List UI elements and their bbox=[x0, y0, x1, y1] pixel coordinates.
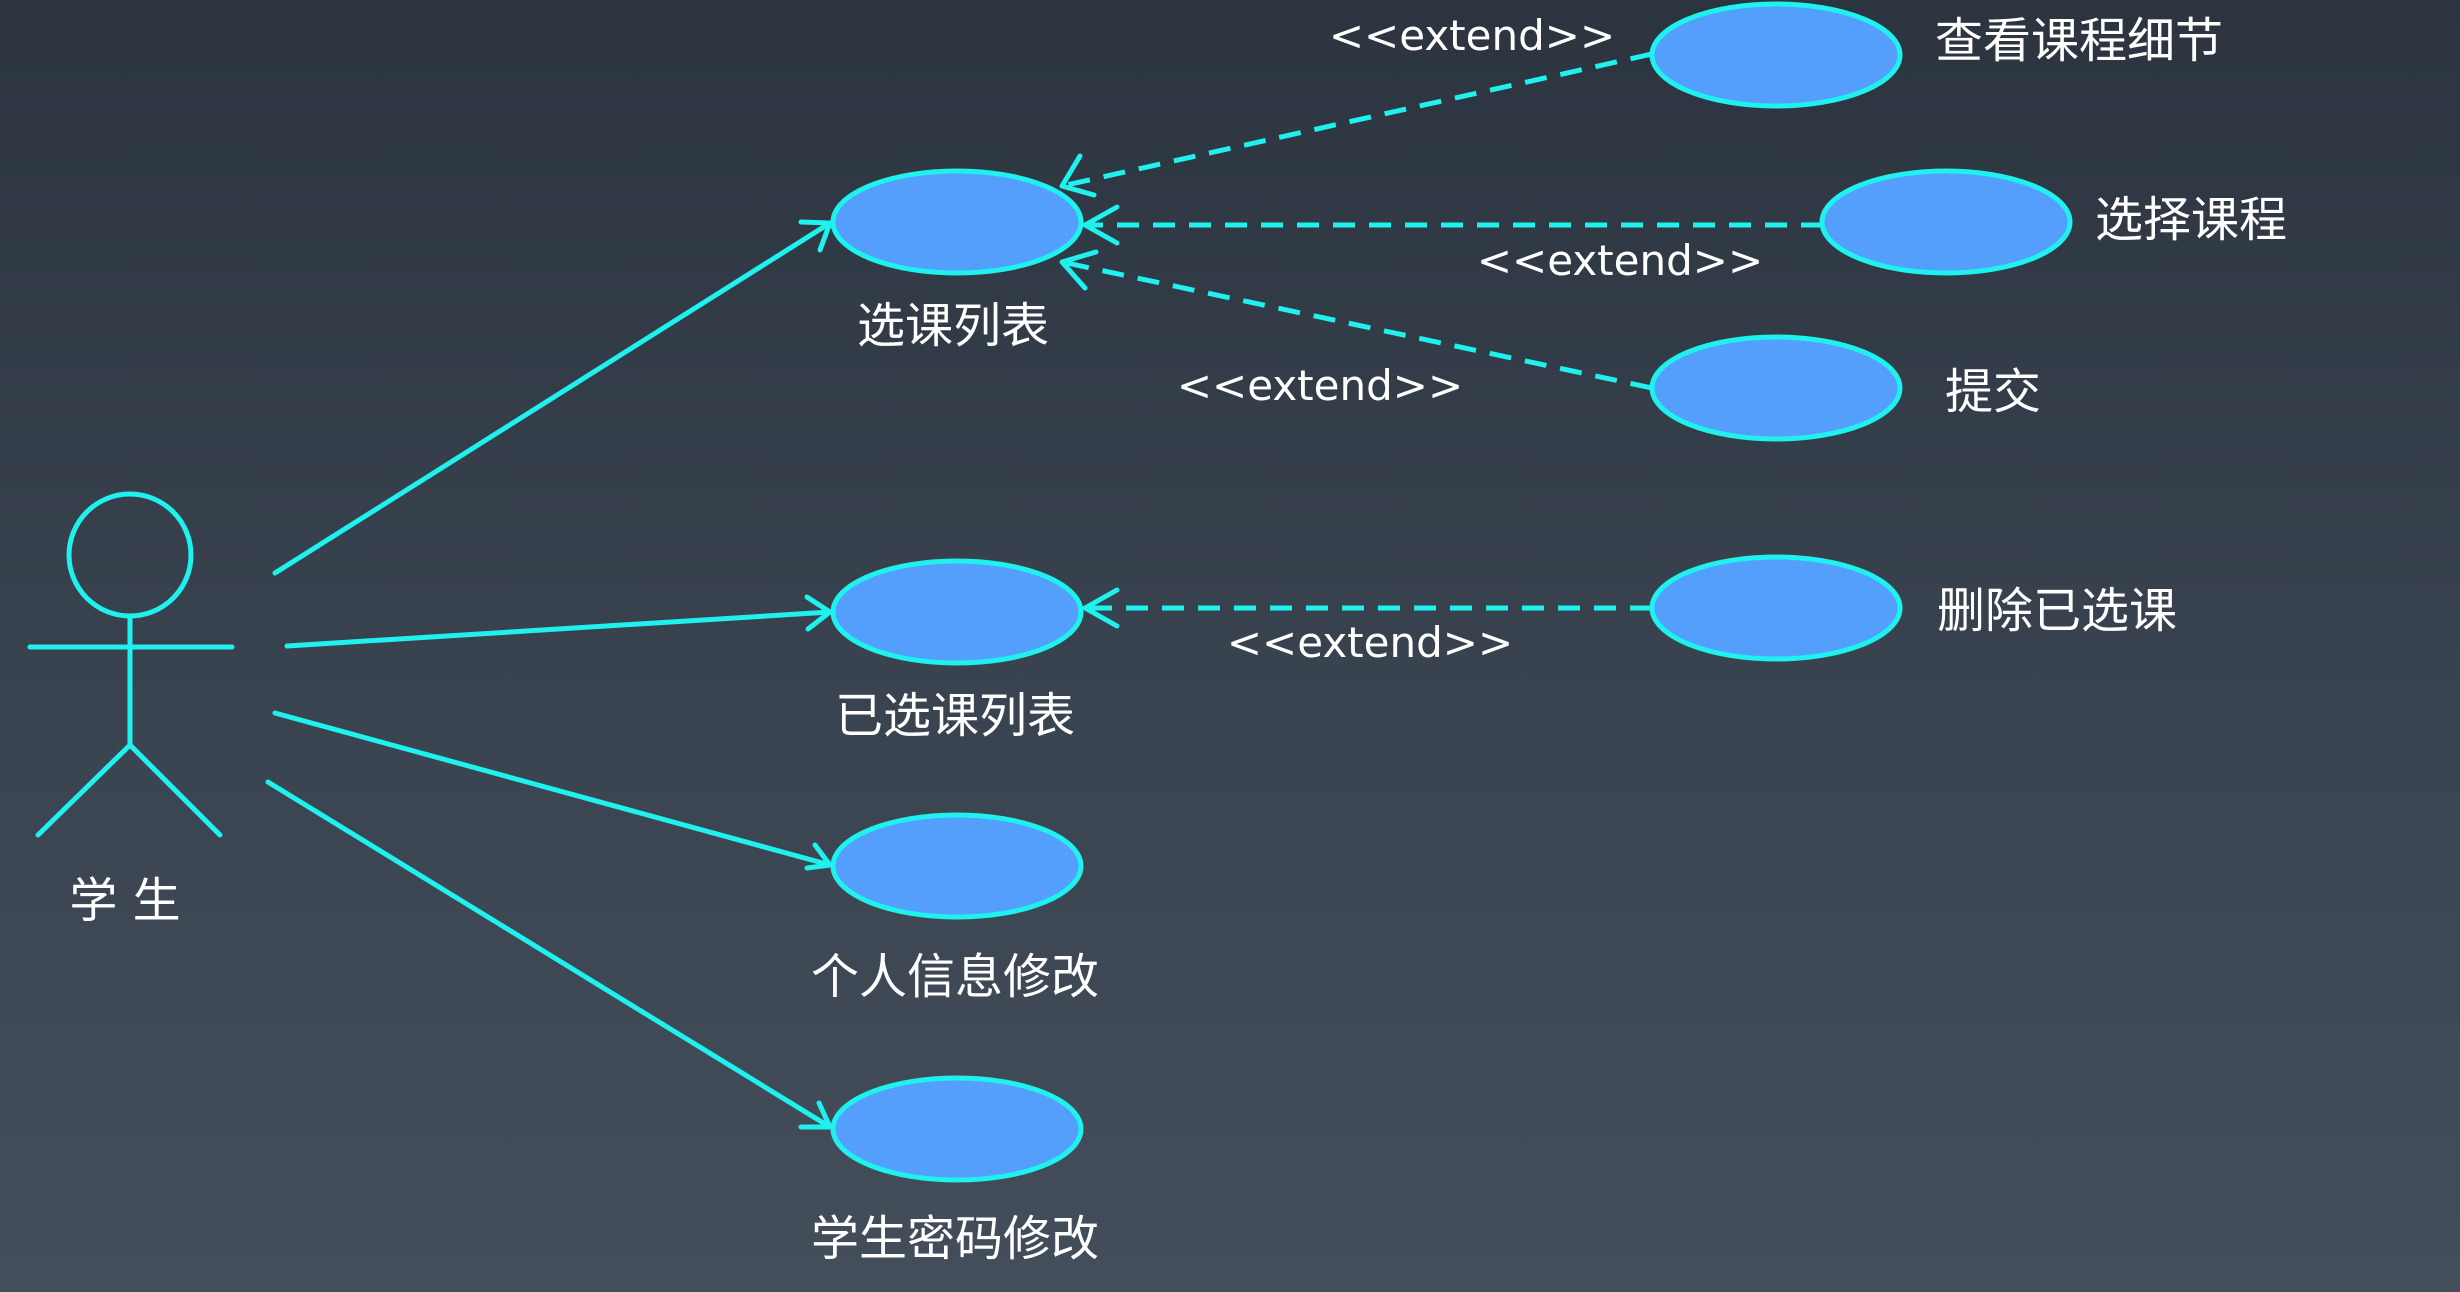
use-case-select-course: 选择课程 bbox=[1819, 168, 2287, 276]
actor-head bbox=[66, 491, 194, 619]
use-case-course-list: 选课列表 bbox=[830, 168, 1084, 354]
association-selected-list bbox=[284, 594, 833, 649]
use-case-label: 已选课列表 bbox=[835, 688, 1075, 744]
actor-left-leg bbox=[35, 742, 133, 838]
association-edit-password bbox=[265, 779, 833, 1130]
use-case-selected-list: 已选课列表 bbox=[830, 558, 1084, 744]
actor-right-leg bbox=[127, 742, 223, 838]
extend-label-select-course: <<extend>> bbox=[1477, 236, 1763, 285]
use-case-label: 选课列表 bbox=[857, 298, 1049, 354]
extend-label-submit: <<extend>> bbox=[1177, 361, 1463, 410]
use-case-edit-password: 学生密码修改 bbox=[811, 1075, 1099, 1267]
use-case-label: 删除已选课 bbox=[1937, 583, 2177, 639]
use-case-label: 学生密码修改 bbox=[811, 1211, 1099, 1267]
use-case-label: 查看课程细节 bbox=[1935, 13, 2223, 69]
use-case-submit: 提交 bbox=[1649, 334, 2041, 442]
extend-view-details: <<extend>> bbox=[1059, 11, 1653, 198]
use-case-label: 提交 bbox=[1945, 364, 2041, 420]
use-case-remove-selected: 删除已选课 bbox=[1649, 554, 2177, 662]
student-actor: 学 生 bbox=[27, 491, 235, 929]
actor-label: 学 生 bbox=[69, 873, 180, 929]
use-case-label: 个人信息修改 bbox=[811, 949, 1099, 1005]
extend-label-view-details: <<extend>> bbox=[1329, 11, 1615, 60]
extend-submit: <<extend>> bbox=[1059, 249, 1653, 410]
extend-label-remove-selected: <<extend>> bbox=[1227, 618, 1513, 667]
extend-remove-selected: <<extend>> bbox=[1082, 587, 1652, 667]
extend-select-course: <<extend>> bbox=[1082, 204, 1823, 285]
use-case-edit-profile: 个人信息修改 bbox=[811, 812, 1099, 1005]
association-edit-profile bbox=[272, 710, 833, 871]
use-case-view-details: 查看课程细节 bbox=[1649, 1, 2223, 109]
association-course-list bbox=[272, 219, 833, 576]
use-case-label: 选择课程 bbox=[2095, 192, 2287, 248]
